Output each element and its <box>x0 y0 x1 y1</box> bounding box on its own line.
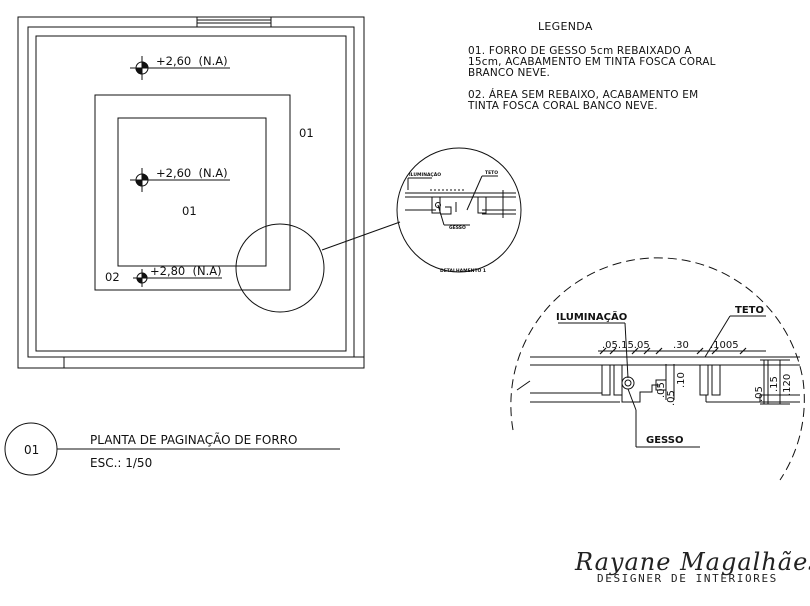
dim-v10: .10 <box>676 372 687 388</box>
drawing-title: PLANTA DE PAGINAÇÃO DE FORRO <box>90 432 297 447</box>
dim-v05b: .05 <box>666 390 677 406</box>
level-marker-center <box>130 168 230 192</box>
legend-item-02: 02. ÁREA SEM REBAIXO, ACABAMENTO EM TINT… <box>468 89 699 112</box>
dim-v05a: .05 <box>656 382 667 398</box>
window-opening <box>196 16 272 28</box>
level-marker-bottom <box>133 269 222 287</box>
dim-1005: .1005 <box>710 340 739 351</box>
dim-top: .05.15.05 <box>602 340 650 351</box>
small-caption: DETALHAMENTO 1 <box>440 268 486 274</box>
small-label-iluminacao: ILUMINAÇÃO <box>409 171 441 178</box>
detail-callout-circle <box>235 223 325 313</box>
detail-leader-line <box>321 221 401 251</box>
level-label-top: +2,60 (N.A) <box>156 54 228 68</box>
legend-title: LEGENDA <box>538 20 593 33</box>
light-fixture <box>621 376 635 390</box>
large-label-gesso: GESSO <box>646 435 684 446</box>
dim-r120: .120 <box>782 374 793 396</box>
legend-item-01: 01. FORRO DE GESSO 5cm REBAIXADO A 15cm,… <box>468 45 716 79</box>
ceiling-zone-inner <box>117 117 267 267</box>
detail-large <box>510 257 805 481</box>
level-label-center: +2,60 (N.A) <box>156 166 228 180</box>
area-label-inner: 01 <box>182 204 197 218</box>
drawing-scale: ESC.: 1/50 <box>90 456 152 470</box>
small-label-teto: TETO <box>485 170 498 176</box>
level-label-bottom: +2,80 (N.A) <box>150 264 222 278</box>
signature-role: DESIGNER DE INTERIORES <box>597 572 778 585</box>
dim-r05: .05 <box>754 386 765 402</box>
wall-inner <box>27 26 355 358</box>
detail-small <box>396 147 522 273</box>
signature-name: Rayane Magalhães <box>575 548 810 576</box>
ceiling-perimeter <box>35 35 347 352</box>
door-opening <box>63 356 364 368</box>
level-marker-top <box>130 56 230 80</box>
large-label-teto: TETO <box>735 305 764 316</box>
designer-signature: Rayane Magalhães DESIGNER DE INTERIORES <box>575 548 810 585</box>
large-label-iluminacao: ILUMINAÇÃO <box>556 310 627 323</box>
area-label-02: 02 <box>105 270 120 284</box>
ceiling-zone-outer <box>94 94 291 291</box>
title-number: 01 <box>24 443 39 457</box>
dim-r15: .15 <box>769 376 780 392</box>
dim-30: .30 <box>673 340 689 351</box>
small-label-gesso: GESSO <box>449 225 466 231</box>
wall-outer <box>17 16 365 369</box>
area-label-outer: 01 <box>299 126 314 140</box>
